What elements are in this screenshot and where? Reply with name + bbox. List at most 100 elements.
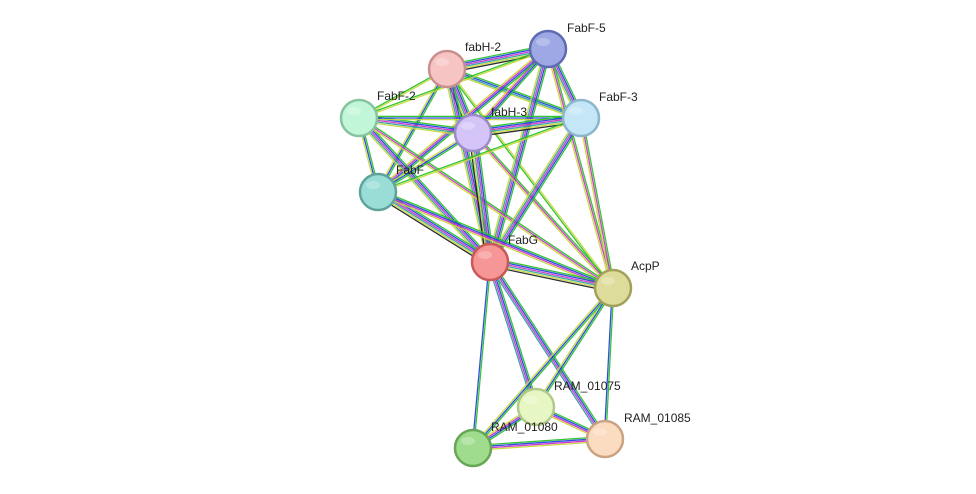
node-AcpP[interactable]: AcpP <box>593 259 660 308</box>
edge-line <box>489 117 582 263</box>
edge-line <box>473 440 606 452</box>
edge-FabF-3-FabF <box>377 116 582 194</box>
edge-FabG-RAM_01085 <box>487 260 608 441</box>
edge-line <box>377 116 581 192</box>
node-label: RAM_01075 <box>554 379 621 393</box>
edge-line <box>486 115 579 261</box>
node-highlight <box>601 277 615 285</box>
edge-line <box>490 49 551 263</box>
node-RAM_01075[interactable]: RAM_01075 <box>516 379 621 427</box>
node-RAM_01080[interactable]: RAM_01080 <box>453 420 558 468</box>
edge-FabF-2-FabG <box>356 115 493 265</box>
edge-line <box>488 116 581 262</box>
edge-line <box>492 49 552 264</box>
node-label: fabH-2 <box>465 40 501 54</box>
edge-line <box>473 131 615 288</box>
edge-line <box>376 193 613 291</box>
edge-FabG-RAM_01075 <box>487 261 539 408</box>
edge-line <box>489 48 549 263</box>
node-FabF-2[interactable]: FabF-2 <box>339 89 416 138</box>
edge-line <box>535 287 614 408</box>
node-fabH-2[interactable]: fabH-2 <box>427 40 501 89</box>
edge-line <box>472 287 614 449</box>
edge-line <box>472 435 605 447</box>
edge-line <box>486 47 546 262</box>
node-FabF[interactable]: FabF <box>358 163 424 212</box>
node-highlight <box>524 396 538 404</box>
node-circle[interactable] <box>561 98 601 138</box>
node-circle[interactable] <box>516 387 556 427</box>
node-highlight <box>593 428 607 436</box>
node-circle[interactable] <box>585 419 625 459</box>
edge-line <box>490 259 614 287</box>
edge-line <box>360 115 493 261</box>
node-highlight <box>569 107 583 115</box>
edge-line <box>356 119 489 265</box>
node-label: FabG <box>508 233 538 247</box>
node-circle[interactable] <box>470 242 510 282</box>
edge-line <box>359 114 474 131</box>
edge-line <box>359 116 615 288</box>
node-RAM_01085[interactable]: RAM_01085 <box>585 411 691 459</box>
node-circle[interactable] <box>528 29 568 69</box>
edge-line <box>487 48 548 262</box>
node-label: FabF-3 <box>599 90 638 104</box>
node-FabF-3[interactable]: FabF-3 <box>561 90 638 138</box>
edge-line <box>487 262 535 408</box>
node-label: FabF <box>396 163 424 177</box>
node-highlight <box>461 122 475 130</box>
edge-line <box>471 286 613 448</box>
edge-FabG-RAM_01080 <box>471 261 492 449</box>
node-highlight <box>435 58 449 66</box>
edge-line <box>447 68 615 288</box>
node-fabH-3[interactable]: fabH-3 <box>453 105 527 153</box>
edge-line <box>358 117 491 263</box>
edge-line <box>489 265 613 293</box>
node-circle[interactable] <box>453 113 493 153</box>
edge-line <box>469 133 489 263</box>
edge-AcpP-RAM_01080 <box>471 286 615 450</box>
node-FabF-5[interactable]: FabF-5 <box>528 21 606 69</box>
edge-line <box>358 120 473 137</box>
edge-line <box>578 118 613 289</box>
node-highlight <box>536 38 550 46</box>
edge-RAM_01080-RAM_01085 <box>472 435 606 452</box>
node-circle[interactable] <box>339 98 379 138</box>
edge-line <box>377 192 613 290</box>
edge-FabF-3-AcpP <box>578 117 616 289</box>
edge-line <box>490 118 583 264</box>
edge-fabH-2-AcpP <box>445 68 615 289</box>
node-label: AcpP <box>631 259 660 273</box>
edge-FabF-5-FabG <box>486 47 552 264</box>
node-circle[interactable] <box>593 268 633 308</box>
edge-line <box>378 118 582 194</box>
edge-line <box>473 262 492 449</box>
edge-FabG-AcpP <box>489 257 614 293</box>
node-label: FabF-5 <box>567 21 606 35</box>
edge-line <box>580 117 614 289</box>
node-highlight <box>347 107 361 115</box>
node-label: RAM_01080 <box>491 420 558 434</box>
edge-line <box>377 192 490 264</box>
node-circle[interactable] <box>358 172 398 212</box>
edge-line <box>545 49 613 289</box>
node-label: fabH-3 <box>491 105 527 119</box>
edge-line <box>490 261 538 407</box>
node-FabG[interactable]: FabG <box>470 233 538 282</box>
node-label: FabF-2 <box>377 89 416 103</box>
edge-line <box>375 194 489 266</box>
node-circle[interactable] <box>453 428 493 468</box>
edge-line <box>547 48 614 289</box>
node-highlight <box>461 437 475 445</box>
edge-line <box>489 263 613 291</box>
edge-line <box>445 69 613 289</box>
node-circle[interactable] <box>427 49 467 89</box>
edge-line <box>488 262 605 440</box>
edge-line <box>471 133 613 290</box>
edge-line <box>603 287 613 439</box>
edge-line <box>605 288 615 440</box>
edge-line <box>472 132 614 289</box>
edge-line <box>471 261 490 448</box>
